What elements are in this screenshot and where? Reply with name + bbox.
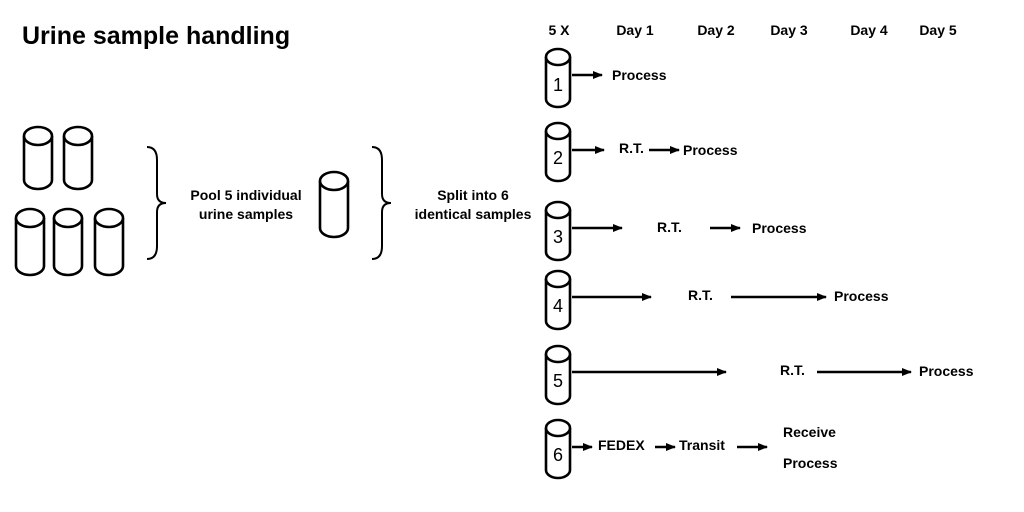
sample-number: 5 [553,371,563,391]
sample-row-6: 6 FEDEX Transit Receive Process [544,418,838,480]
step-label: Process [834,288,889,304]
pool-label-line-2: urine samples [199,206,293,222]
pool-brace [146,146,167,260]
step-label: Process [919,363,974,379]
split-label-line-1: Split into 6 [437,187,509,203]
sample-number: 1 [553,75,563,95]
step-label: Transit [679,437,725,453]
sample-row-2: 2 R.T. Process [544,121,738,183]
step-label: Receive [783,424,836,440]
sample-number: 3 [553,227,563,247]
split-brace [371,146,392,260]
sample-tube: 3 [544,200,572,262]
sample-row-4: 4 R.T. Process [544,269,889,331]
step-label: Process [683,142,738,158]
sample-tube: 2 [544,121,572,183]
sample-tube: 6 [544,418,572,480]
sample-row-5: 5 R.T. Process [544,344,974,406]
day-label: Day 3 [770,22,808,38]
day-label: Day 1 [616,22,654,38]
sample-tube: 4 [544,269,572,331]
individual-tube [52,207,84,277]
step-label: R.T. [688,287,713,303]
sample-tube: 1 [544,47,572,109]
sample-number: 4 [553,296,563,316]
individual-tube [62,125,94,191]
day-label: Day 4 [850,22,888,38]
sample-number: 2 [553,148,563,168]
individual-tube [93,207,125,277]
step-label: R.T. [657,219,682,235]
timeline-header: 5 X Day 1 Day 2 Day 3 Day 4 Day 5 [548,22,956,38]
individual-tube [22,125,54,191]
sample-row-1: 1 Process [544,47,667,109]
sample-tube: 5 [544,344,572,406]
individual-tube [14,207,46,277]
day-label: Day 5 [919,22,957,38]
day-label: Day 2 [697,22,735,38]
step-label: R.T. [619,140,644,156]
step-label: FEDEX [598,437,645,453]
individual-tubes [14,125,125,277]
sample-row-3: 3 R.T. Process [544,200,807,262]
pooled-tube [318,170,350,239]
step-label: Process [783,455,838,471]
split-label-line-2: identical samples [415,206,532,222]
step-label: Process [752,220,807,236]
step-label: R.T. [780,362,805,378]
replicates-label: 5 X [548,22,570,38]
step-label: Process [612,67,667,83]
sample-number: 6 [553,445,563,465]
diagram-title: Urine sample handling [22,22,290,50]
pool-label-line-1: Pool 5 individual [190,187,301,203]
